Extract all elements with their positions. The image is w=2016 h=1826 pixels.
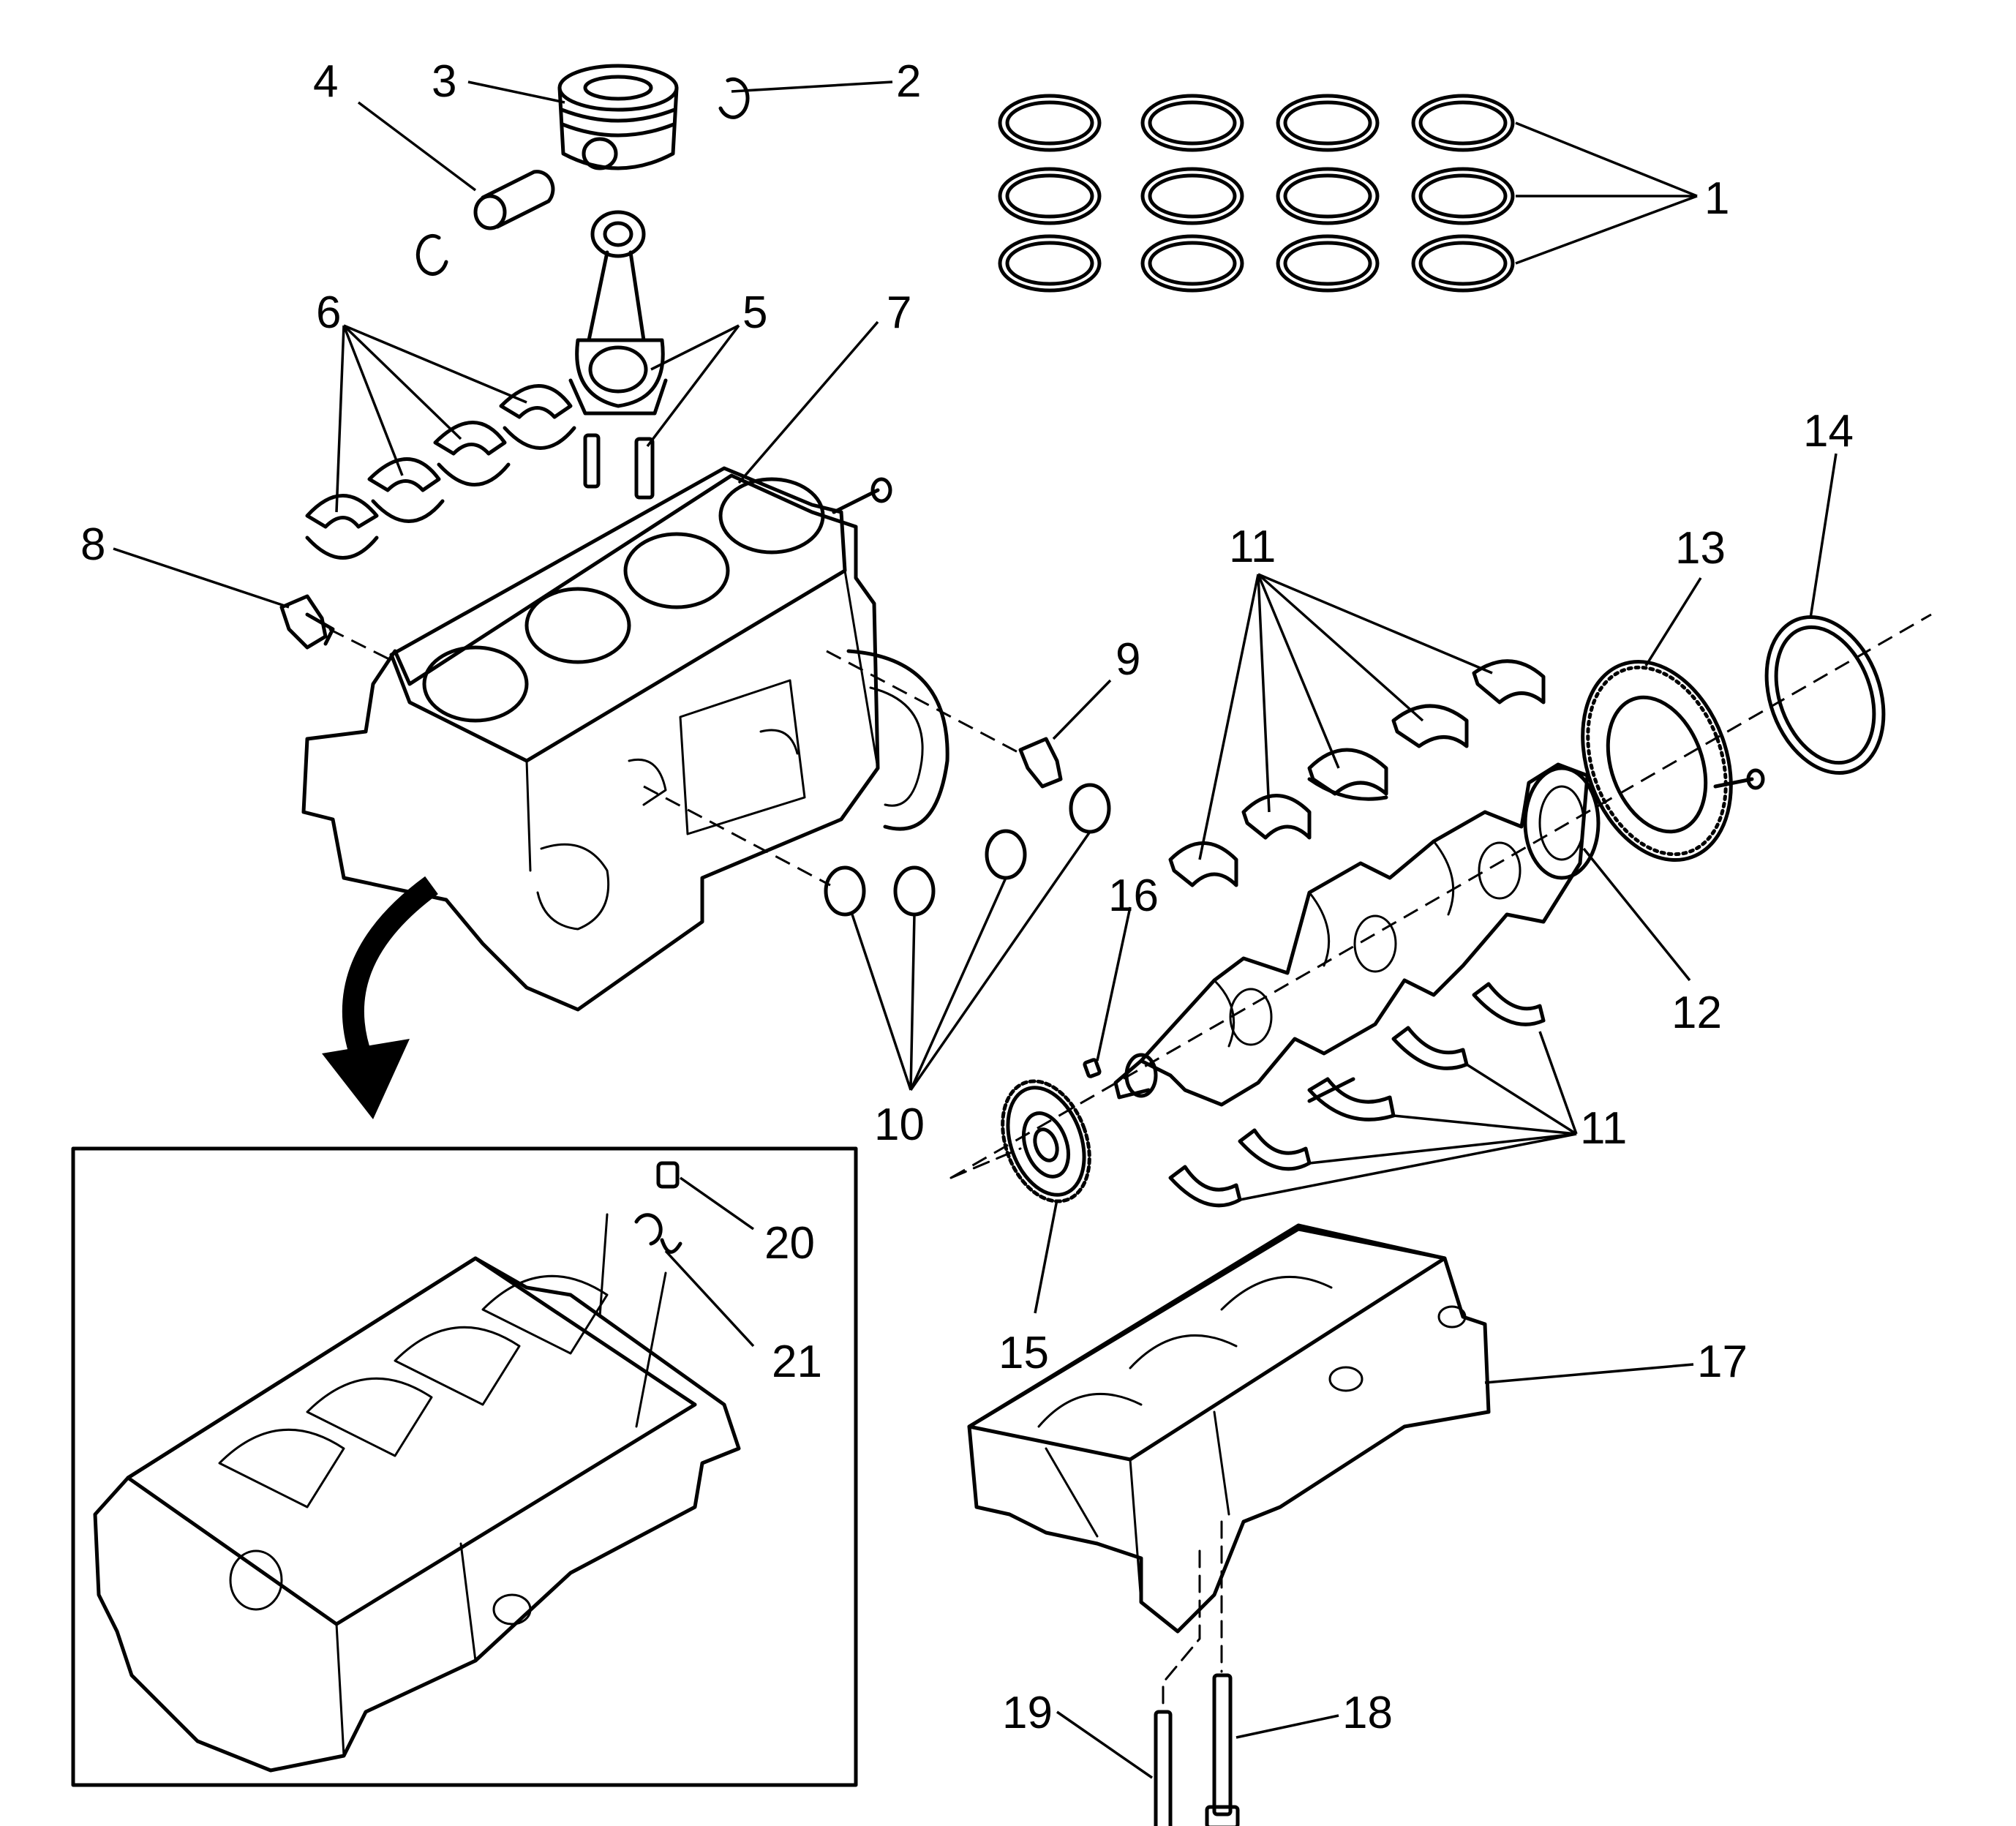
callout-3: 3 [432, 56, 456, 107]
callout-8: 8 [80, 519, 105, 570]
expansion-plugs [824, 783, 1111, 917]
callout-2: 2 [896, 56, 921, 107]
callout-4: 4 [313, 56, 338, 107]
callout-17: 17 [1697, 1337, 1748, 1387]
reluctor-ring [1581, 659, 1765, 863]
view-arrow [322, 876, 438, 1119]
lower-crankcase [967, 1223, 1491, 1634]
lower-crankcase-bolt-19 [1154, 1549, 1201, 1826]
lower-crankcase-bolt-18 [1205, 1520, 1240, 1826]
crankshaft-bearings-upper [1168, 659, 1546, 887]
callout-16: 16 [1108, 871, 1159, 921]
callout-15: 15 [998, 1328, 1049, 1378]
piston-pin [473, 170, 555, 230]
callout-11-lower: 11 [1580, 1103, 1627, 1154]
piston-pin-retainer [415, 77, 750, 276]
cylinder-block [301, 466, 949, 1012]
oil-gallery-plug-9 [1018, 737, 1063, 789]
callout-6: 6 [316, 288, 341, 338]
leader-lines [113, 80, 1838, 1779]
alignment-line-10 [643, 785, 831, 887]
callout-9: 9 [1116, 634, 1140, 685]
piston [557, 64, 679, 170]
callout-12: 12 [1671, 988, 1722, 1038]
cylinder-block-bolt [832, 477, 892, 514]
inset-plug-20 [656, 1161, 680, 1189]
callout-labels: 1 2 3 4 5 6 7 8 9 10 11 11 12 13 14 15 1… [80, 56, 1854, 1738]
inset-seal-21 [634, 1213, 682, 1254]
crankshaft-bearings-lower [1168, 982, 1546, 1208]
rear-main-seal [1764, 615, 1886, 775]
callout-1: 1 [1704, 173, 1729, 224]
crankshaft [950, 613, 1932, 1179]
alignment-line-8 [328, 628, 396, 664]
callout-7: 7 [887, 288, 911, 338]
alignment-line-9 [826, 650, 1021, 755]
crankshaft-gear [949, 1079, 1091, 1203]
callout-18: 18 [1342, 1688, 1393, 1738]
callout-20: 20 [764, 1218, 815, 1269]
callout-13: 13 [1675, 523, 1726, 574]
callout-5: 5 [742, 288, 767, 338]
callout-11-upper: 11 [1229, 522, 1276, 572]
callout-21: 21 [772, 1337, 822, 1387]
piston-rings [998, 94, 1515, 293]
connecting-rod-bearings [305, 384, 576, 560]
connecting-rod [568, 210, 668, 416]
callout-10: 10 [874, 1100, 925, 1150]
callout-19: 19 [1002, 1688, 1053, 1738]
inset-frame [71, 1146, 858, 1787]
connecting-rod-bolts [583, 433, 655, 500]
oil-gallery-plug-8 [279, 594, 335, 650]
crankshaft-key [1083, 1058, 1102, 1078]
callout-14: 14 [1803, 406, 1854, 456]
